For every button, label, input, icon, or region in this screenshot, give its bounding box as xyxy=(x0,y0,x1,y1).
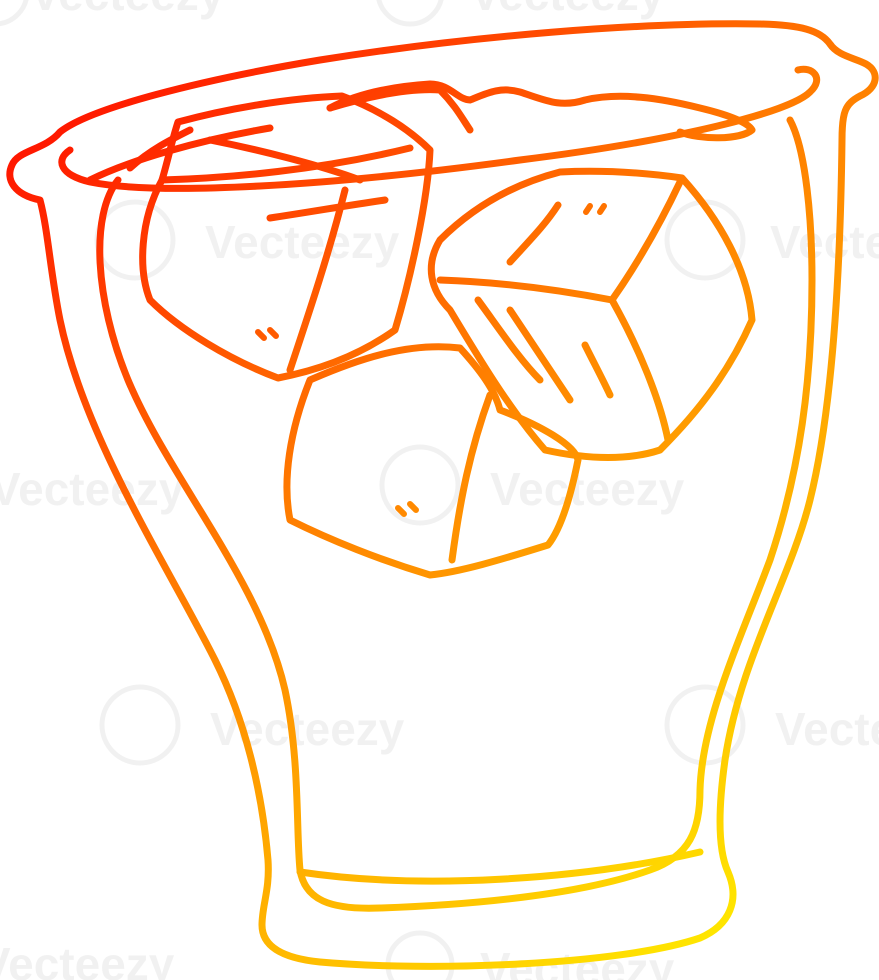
glass-inner-wall xyxy=(96,116,816,912)
watermark-text: Vecteezy xyxy=(0,463,185,515)
ice-cube-1 xyxy=(139,92,434,382)
vecteezy-logo-icon xyxy=(379,444,461,526)
glass-outer-outline xyxy=(6,20,879,970)
ice-cube-1-line-2 xyxy=(266,196,389,222)
liquid-surface-left xyxy=(126,126,194,172)
ice-cube-4-shine xyxy=(395,501,419,517)
drawing-strokes xyxy=(6,20,879,970)
glass-base-line xyxy=(296,848,704,885)
watermark-text: Vecteezy xyxy=(205,216,400,268)
watermark-row-1: Vecteezy Vecteezy xyxy=(0,0,665,27)
ice-cube-3 xyxy=(427,167,756,461)
watermark-row-2: Vecteezy Vecteezy xyxy=(94,199,879,281)
vecteezy-logo-icon xyxy=(0,0,29,27)
ice-cube-3-line-1 xyxy=(506,201,562,266)
ice-cube-2 xyxy=(326,86,474,134)
vecteezy-logo-icon xyxy=(664,199,746,281)
ice-cube-1-edge-vertical xyxy=(286,186,349,374)
ice-cube-3-line-3 xyxy=(506,306,574,404)
liquid-surface xyxy=(326,80,756,142)
vecteezy-logo-icon xyxy=(376,0,444,27)
watermark-text: Vecteezy xyxy=(0,938,175,980)
watermark-text: Vecteezy xyxy=(770,216,879,268)
watermark-text: Vecteezy xyxy=(775,703,879,755)
ice-cube-3-shine xyxy=(583,203,607,215)
ice-cube-3-edge-top xyxy=(436,276,616,304)
ice-cube-3-edge-vertical xyxy=(608,296,672,444)
watermark-row-3: Vecteezy Vecteezy xyxy=(0,444,685,526)
ice-cube-4 xyxy=(283,343,582,579)
ice-cube-1-shine xyxy=(255,327,279,341)
vecteezy-logo-icon xyxy=(94,199,176,281)
ice-cube-3-line-4 xyxy=(581,341,614,399)
ice-cube-3-edge-right xyxy=(608,178,684,304)
ice-cube-4-edge xyxy=(448,391,494,564)
watermark-row-5: Vecteezy Vecteezy xyxy=(0,930,675,980)
watermark-text: Vecteezy xyxy=(30,0,225,20)
watermark-row-4: Vecteezy Vecteezy xyxy=(99,684,879,766)
watermark-text: Vecteezy xyxy=(470,0,665,20)
vecteezy-logo-icon xyxy=(385,930,455,980)
watermark-text: Vecteezy xyxy=(490,463,685,515)
ice-cube-1-edge xyxy=(158,144,414,184)
ice-cube-1-line xyxy=(206,136,364,184)
ice-cube-3-line-2 xyxy=(474,296,544,384)
vecteezy-logo-icon xyxy=(99,684,181,766)
